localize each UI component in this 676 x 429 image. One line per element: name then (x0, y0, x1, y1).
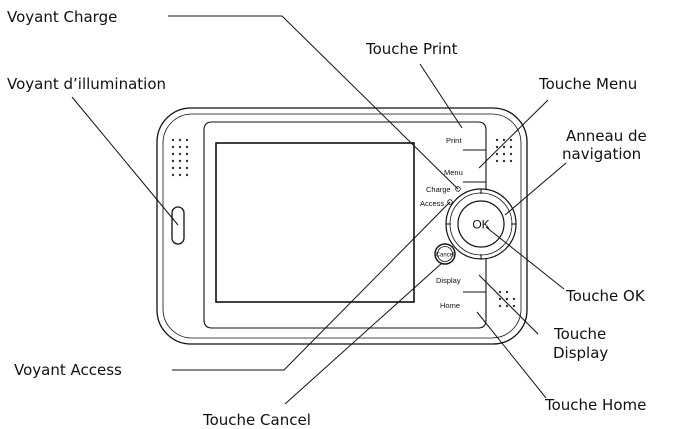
callout-anneau-line2: navigation (562, 145, 641, 163)
leader-touche-cancel (284, 262, 443, 405)
display-button-label[interactable]: Display (436, 276, 461, 285)
right-lower-dots (498, 290, 516, 308)
ok-button-label[interactable]: OK (472, 218, 489, 232)
leader-touche-print (419, 63, 463, 129)
right-speaker-grille (495, 138, 513, 163)
leader-touche-ok (485, 226, 565, 290)
leader-voyant-access (172, 201, 451, 371)
screen-bezel (203, 121, 487, 329)
callout-touche-ok: Touche OK (565, 287, 646, 305)
cancel-button-label[interactable]: Cancel (436, 253, 455, 259)
cancel-button-inner (437, 246, 453, 262)
ok-button[interactable] (457, 200, 505, 248)
callout-voyant-illumination: Voyant d’illumination (7, 75, 166, 93)
leader-touche-menu (478, 99, 549, 169)
callout-anneau-line1: Anneau de (566, 127, 647, 145)
print-button-label[interactable]: Print (446, 136, 462, 145)
menu-button-label[interactable]: Menu (444, 168, 463, 177)
home-button-label[interactable]: Home (440, 301, 460, 310)
callout-voyant-access: Voyant Access (14, 361, 122, 379)
leader-anneau-navigation (504, 162, 567, 216)
cancel-button[interactable] (434, 243, 456, 265)
callout-voyant-charge: Voyant Charge (7, 8, 117, 26)
callout-touche-display-line1: Touche (553, 325, 606, 343)
callout-touche-cancel: Touche Cancel (202, 411, 311, 429)
callout-touche-display-line2: Display (553, 344, 608, 362)
leader-touche-home (476, 311, 547, 399)
leader-voyant-illumination (71, 96, 179, 226)
callout-touche-menu: Touche Menu (538, 75, 637, 93)
access-label: Access (420, 199, 444, 208)
leader-voyant-charge (168, 15, 459, 190)
charge-label: Charge (426, 185, 451, 194)
left-speaker-grille (171, 138, 189, 177)
callout-touche-home: Touche Home (544, 396, 646, 414)
callout-touche-print: Touche Print (365, 40, 458, 58)
illumination-light (171, 206, 185, 245)
device-body-inner (162, 113, 522, 339)
leader-touche-display (478, 274, 539, 335)
lcd-screen (215, 142, 415, 303)
navigation-ring-ticks (446, 189, 516, 259)
